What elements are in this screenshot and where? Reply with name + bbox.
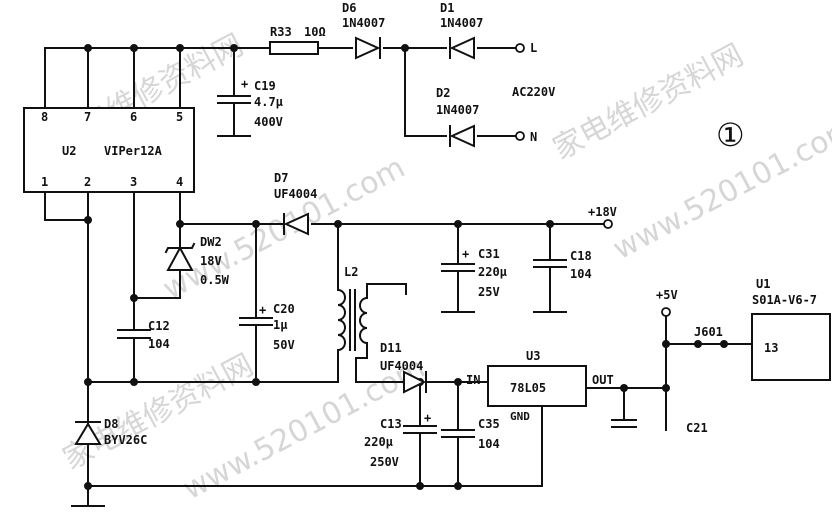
c19-plus: + [241,77,248,91]
u3-gnd-label: GND [510,410,530,423]
c35-ref: C35 [478,417,500,431]
d11-part: UF4004 [380,359,423,373]
u1-part: S01A-V6-7 [752,293,817,307]
terminal-l [515,43,525,53]
j601-label: J601 [694,325,723,339]
c12-value: 104 [148,337,170,351]
c13-value: 220μ [364,435,393,449]
d1-part: 1N4007 [440,16,483,30]
ic-u3 [487,365,587,407]
panel-marker: ① [716,116,745,154]
terminal-18v [603,219,613,229]
c13-voltage: 250V [370,455,399,469]
c13-plus: + [424,411,431,425]
d2-part: 1N4007 [436,103,479,117]
ic-u1 [751,313,831,381]
junction-dots [416,340,728,392]
c31-ref: C31 [478,247,500,261]
diode-d6 [355,36,381,60]
diode-d7 [283,212,309,236]
d8-part: BYV26C [104,433,147,447]
diode-d11 [403,370,427,394]
diode-d8 [74,421,102,445]
u1-ref: U1 [756,277,770,291]
d11-ref: D11 [380,341,402,355]
rail-5v-label: +5V [656,288,678,302]
transformer-l2 [336,283,407,383]
u3-part: 78L05 [510,381,546,395]
c31-value: 220μ [478,265,507,279]
c31-plus: + [462,247,469,261]
d7-ref: D7 [274,171,288,185]
u3-in-label: IN [466,373,480,387]
dw2-value: 18V [200,254,222,268]
rail-18v-label: +18V [588,205,617,219]
terminal-n [515,131,525,141]
c20-value: 1μ [273,318,287,332]
dw2-power: 0.5W [200,273,230,287]
resistor-r33 [269,41,319,55]
input-wiring [44,47,517,137]
diode-d2 [449,124,475,148]
u2-pin-2: 2 [84,175,91,189]
u3-out-label: OUT [592,373,614,387]
c19-voltage: 400V [254,115,283,129]
u2-pin-4: 4 [176,175,183,189]
zener-dw2 [164,242,196,271]
diode-d1 [449,36,475,60]
c20-ref: C20 [273,302,295,316]
c21-ref: C21 [686,421,708,435]
u3-ref: U3 [526,349,540,363]
ac-neutral-label: N [530,130,537,144]
c20-voltage: 50V [273,338,295,352]
u2-pin-8: 8 [41,110,48,124]
d7-part: UF4004 [274,187,317,201]
c31-voltage: 25V [478,285,500,299]
u2-ref: U2 [62,144,76,158]
ac-voltage-label: AC220V [512,85,555,99]
c19-value: 4.7μ [254,95,283,109]
junction-dots [84,44,409,52]
d6-ref: D6 [342,1,356,15]
d2-ref: D2 [436,86,450,100]
r33-ref: R33 [270,25,292,39]
regulator-wiring [403,315,753,487]
r33-value: 10Ω [304,25,326,39]
c18-ref: C18 [570,249,592,263]
terminal-5v [661,307,671,317]
aux-wiring [44,191,605,507]
ac-line-label: L [530,41,537,55]
u2-pin-6: 6 [130,110,137,124]
u2-pin-7: 7 [84,110,91,124]
c20-plus: + [259,303,266,317]
u2-pin-1: 1 [41,175,48,189]
dw2-ref: DW2 [200,235,222,249]
ic-u2 [23,107,195,193]
c19-ref: C19 [254,79,276,93]
d1-ref: D1 [440,1,454,15]
c12-ref: C12 [148,319,170,333]
u2-pin-3: 3 [130,175,137,189]
d8-ref: D8 [104,417,118,431]
l2-ref: L2 [344,265,358,279]
c13-ref: C13 [380,417,402,431]
d6-part: 1N4007 [342,16,385,30]
u2-part: VIPer12A [104,144,163,158]
c35-value: 104 [478,437,500,451]
u2-pin-5: 5 [176,110,183,124]
u1-pin-13: 13 [764,341,778,355]
c18-value: 104 [570,267,592,281]
junction-dots [84,216,554,490]
